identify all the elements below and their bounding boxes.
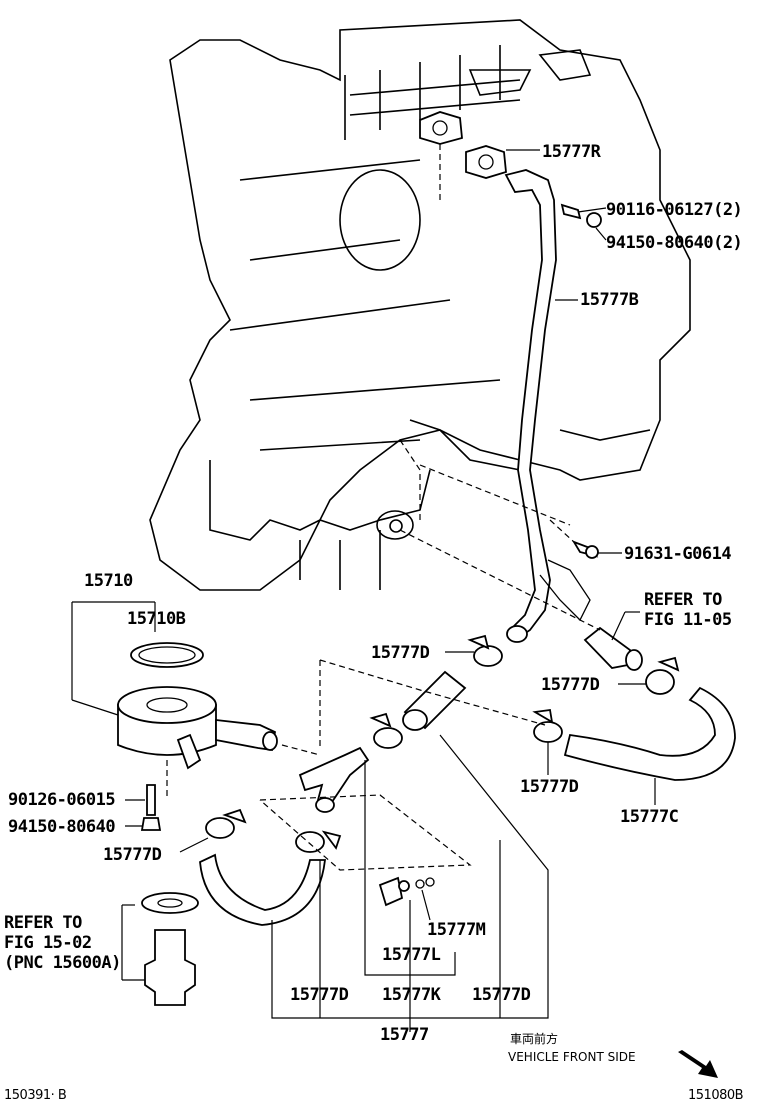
label-15710b: 15710B — [127, 609, 186, 629]
bolt-91631 — [549, 519, 622, 559]
label-15777m: 15777M — [427, 920, 486, 940]
union-15600a — [121, 892, 199, 1006]
union-fitting — [583, 611, 643, 671]
label-90116-06127: 90116-06127(2) — [606, 200, 743, 220]
hose-lower-left — [199, 853, 327, 926]
label-15777c: 15777C — [620, 807, 679, 827]
label-15777l: 15777L — [382, 945, 441, 965]
label-94150-80640: 94150-80640 — [8, 817, 116, 837]
label-15777k: 15777K — [382, 985, 441, 1005]
label-refer-fig-11-05-line1: REFER TO — [644, 590, 722, 610]
t-fitting — [298, 746, 370, 813]
clamp-center — [369, 712, 403, 749]
label-refer-fig-15-02-line1: REFER TO — [4, 913, 82, 933]
label-15710: 15710 — [84, 571, 133, 591]
diagram-code-right: 151080B — [688, 1088, 744, 1103]
label-15777b: 15777B — [580, 290, 639, 310]
label-15777: 15777 — [380, 1025, 429, 1045]
label-15777d-left: 15777D — [103, 845, 162, 865]
direction-label-en: VEHICLE FRONT SIDE — [508, 1050, 636, 1064]
clamp-mid — [532, 708, 563, 775]
label-15777d-top: 15777D — [371, 643, 430, 663]
label-refer-fig-15-02-line2: FIG 15-02 — [4, 933, 92, 953]
oil-cooler-15710 — [71, 601, 321, 800]
gasket-15777r — [419, 111, 540, 200]
bolt-90116 — [560, 203, 607, 241]
direction-label-jp: 車両前方 — [510, 1032, 559, 1046]
valve-assembly — [378, 876, 435, 921]
direction-arrow-icon — [678, 1050, 718, 1078]
label-refer-fig-11-05-line2: FIG 11-05 — [644, 610, 732, 630]
hose-15777c — [563, 686, 736, 805]
label-15777r: 15777R — [542, 142, 601, 162]
label-15777d-mid: 15777D — [520, 777, 579, 797]
clamp-top — [445, 634, 503, 667]
dashed-guides — [259, 439, 601, 871]
label-94150-80640-2: 94150-80640(2) — [606, 233, 743, 253]
clamp-left — [179, 808, 247, 853]
diagram-code-left: 150391· B — [4, 1088, 67, 1103]
label-91631-g0614: 91631-G0614 — [624, 544, 732, 564]
bolt-90126 — [125, 784, 162, 831]
engine-block-outline — [149, 19, 691, 591]
label-15777d-right: 15777D — [541, 675, 600, 695]
label-15777d-bottom-1: 15777D — [290, 985, 349, 1005]
tube-15777b — [504, 169, 591, 643]
label-90126-06015: 90126-06015 — [8, 790, 116, 810]
hose-straight — [402, 670, 467, 731]
bottom-bracket — [271, 734, 549, 1032]
clamp-lower — [295, 830, 342, 853]
label-15777d-bottom-2: 15777D — [472, 985, 531, 1005]
clamp-right — [618, 656, 680, 695]
label-refer-fig-15-02-line3: (PNC 15600A) — [4, 953, 121, 973]
